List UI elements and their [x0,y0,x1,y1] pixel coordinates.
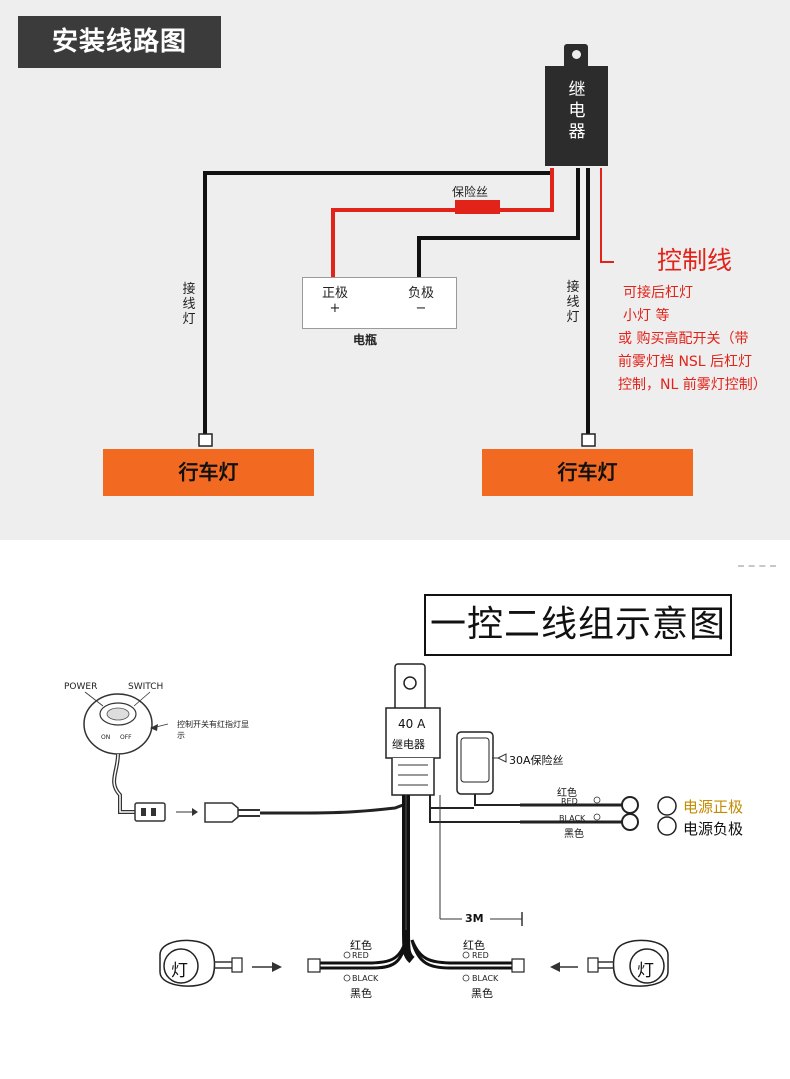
switch-note-2: 示 [177,731,185,740]
battery-negative-label: 负极 [407,286,434,301]
right-red-cn: 红色 [463,939,485,952]
power-positive-label: 电源正极 [683,798,744,816]
dashed-divider [738,565,776,569]
left-black-cn: 黑色 [350,987,372,1000]
relay-char-1: 继 [568,80,586,100]
control-note-line-1: 可接后杠灯 [623,285,693,301]
control-note-line-4: 前雾灯档 NSL 后杠灯 [618,354,753,370]
battery-positive-sign: + [329,301,341,316]
battery-box: 正极 + 负极 − [302,277,457,329]
top-wiring-svg [198,168,614,447]
right-black-cn: 黑色 [471,987,493,1000]
switch-off-label: OFF [120,734,132,741]
fuse-block [455,200,500,214]
right-lamp-label: 灯 [637,961,654,981]
right-wire-label: 接 线 灯 [566,280,580,325]
right-black-en: BLACK [472,974,499,983]
left-wire-label: 接 线 灯 [182,282,196,327]
install-wiring-title: 安装线路图 [18,16,221,68]
power-negative-label: 电源负极 [683,820,744,838]
battery-label: 电瓶 [353,333,378,347]
relay-right-wire [429,795,474,809]
relay-char-2: 电 [568,101,586,121]
positive-red-wire [331,168,554,280]
control-wire-title: 控制线 [657,246,733,275]
relay-tab-bottom [394,663,426,711]
switch-button [99,702,137,726]
left-lamp-connector [198,433,213,447]
right-lamp-connector [581,433,596,447]
left-red-en: RED [352,951,369,960]
switch-body [83,693,153,755]
length-3m-label: 3M [465,912,484,925]
right-wire-char-1: 接 [566,280,580,295]
right-wire-char-2: 线 [566,295,580,310]
one-control-two-lines-title: 一控二线组示意图 [424,594,732,656]
fuse-30a-label: 30A保险丝 [509,754,564,767]
fuse-label: 保险丝 [452,185,489,199]
left-wire-char-3: 灯 [182,312,196,327]
switch-cable [112,753,135,814]
power-black-en: BLACK [559,814,586,823]
left-red-cn: 红色 [350,939,372,952]
battery-negative-sign: − [415,301,427,316]
power-black-cn: 黑色 [564,829,584,840]
negative-black-wire [417,168,580,280]
relay-plug [204,802,239,823]
control-note-line-5: 控制，NL 前雾灯控制） [618,377,767,393]
relay-socket [391,758,435,796]
fuse-holder [456,731,494,795]
control-note-line-2: 小灯 等 [623,308,670,324]
switch-note-1: 控制开关有红指灯显 [177,720,249,729]
left-wire-char-1: 接 [182,282,196,297]
relay-mount-hole [572,50,581,59]
relay-char-3: 器 [568,122,586,142]
control-red-wire [600,168,614,263]
relay-body [545,66,608,166]
power-label: POWER [64,682,98,692]
power-red-en: RED [561,797,578,806]
switch-on-label: ON [101,734,111,741]
main-harness [402,795,415,964]
left-lamp-wire [203,171,552,438]
left-black-en: BLACK [352,974,379,983]
right-red-en: RED [472,951,489,960]
relay-rating: 40 A [398,717,426,731]
left-lamp-label: 灯 [171,961,188,981]
switch-plug [134,802,166,822]
right-wire-char-3: 灯 [566,310,580,325]
power-red-cn: 红色 [557,788,577,799]
battery-positive-label: 正极 [321,286,348,301]
switch-label: SWITCH [128,682,164,692]
right-branch-wire [410,939,512,965]
control-note-line-3: 或 购买高配开关（带 [618,331,749,347]
relay-name: 继电器 [392,738,425,751]
left-driving-lamp: 行车灯 [103,449,314,496]
left-wire-char-2: 线 [182,297,196,312]
right-driving-lamp: 行车灯 [482,449,693,496]
relay-label: 继 电 器 [560,80,594,143]
